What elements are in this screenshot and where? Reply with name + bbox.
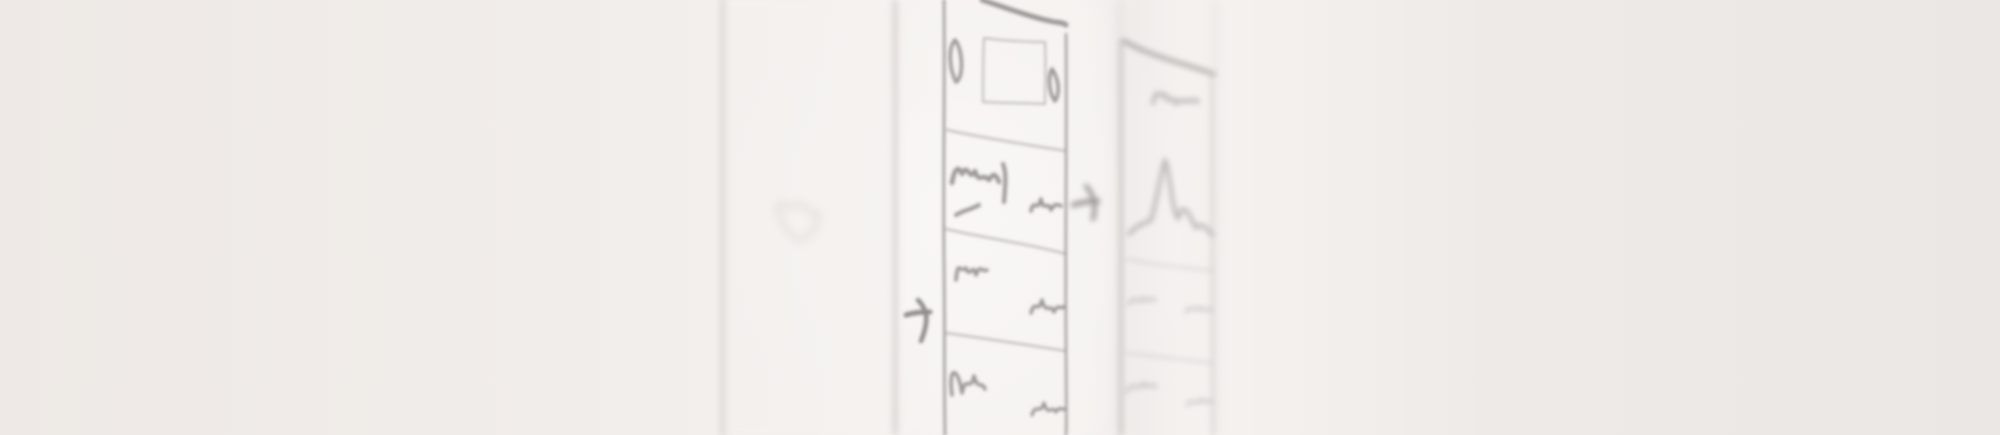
faint-left-scribble-icon	[774, 201, 821, 244]
paper-fold-lines	[892, 0, 1219, 435]
list-row-three-sketch	[949, 371, 1067, 417]
mobile-screen-sketch	[942, 0, 1069, 435]
list-row-two-sketch	[954, 266, 1066, 315]
far-paper-edge-shadow	[1090, 0, 1180, 435]
chart-line-sketch	[1127, 158, 1215, 237]
detail-row-squiggles	[1125, 296, 1215, 407]
arrow-to-list-icon	[903, 297, 933, 344]
top-search-box-sketch	[948, 37, 1061, 105]
paper-edge-shadow	[715, 0, 733, 435]
arrow-to-detail-icon	[1070, 183, 1101, 222]
left-paper-sheet	[720, 0, 896, 435]
list-row-one-sketch	[949, 162, 1063, 217]
detail-header-squiggle	[1151, 91, 1200, 106]
